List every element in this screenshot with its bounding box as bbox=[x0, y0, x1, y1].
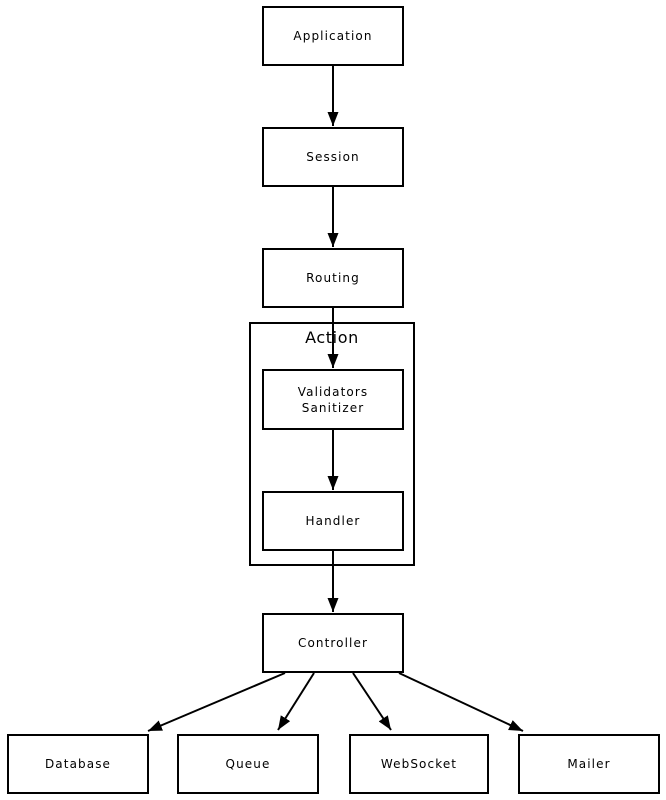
node-handler: Handler bbox=[262, 491, 404, 551]
node-validators-label-line2: Sanitizer bbox=[301, 400, 365, 415]
node-controller: Controller bbox=[262, 613, 404, 673]
node-websocket: WebSocket bbox=[349, 734, 489, 794]
node-database: Database bbox=[7, 734, 149, 794]
group-action-label: Action bbox=[305, 328, 359, 347]
node-controller-label: Controller bbox=[297, 636, 369, 650]
node-mailer-label: Mailer bbox=[567, 757, 611, 771]
node-routing: Routing bbox=[262, 248, 404, 308]
node-database-label: Database bbox=[44, 757, 112, 771]
node-mailer: Mailer bbox=[518, 734, 660, 794]
node-application: Application bbox=[262, 6, 404, 66]
edge-controller-queue bbox=[277, 672, 315, 731]
node-queue-label: Queue bbox=[225, 757, 271, 771]
node-validators-sanitizer: Validators Sanitizer bbox=[262, 369, 404, 430]
edge-controller-websocket bbox=[352, 672, 392, 731]
node-application-label: Application bbox=[293, 29, 373, 43]
edge-controller-mailer bbox=[398, 672, 524, 732]
node-handler-label: Handler bbox=[305, 514, 361, 528]
node-queue: Queue bbox=[177, 734, 319, 794]
node-validators-label-line1: Validators bbox=[297, 384, 369, 399]
node-session-label: Session bbox=[306, 150, 360, 164]
node-routing-label: Routing bbox=[306, 271, 360, 285]
edge-controller-database bbox=[147, 672, 286, 732]
node-websocket-label: WebSocket bbox=[380, 757, 458, 771]
node-session: Session bbox=[262, 127, 404, 187]
